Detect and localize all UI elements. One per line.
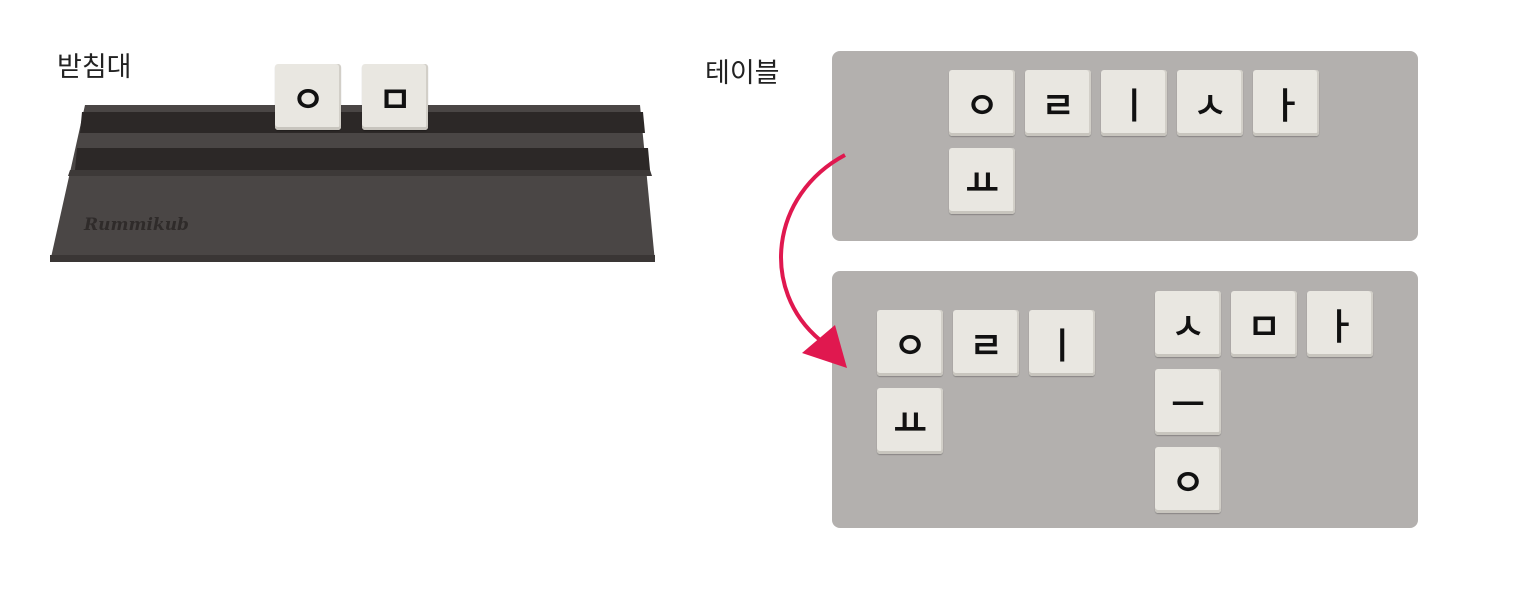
rack-tile[interactable]: ㅁ [362,64,428,130]
table-tile[interactable]: ㅡ [1155,369,1221,435]
table-tile[interactable]: ㄹ [953,310,1019,376]
table-tile[interactable]: ㅛ [877,388,943,454]
table-tile[interactable]: ㅣ [1101,70,1167,136]
table-tile[interactable]: ㅏ [1253,70,1319,136]
rack-body [50,105,655,262]
rack-lower-groove [75,148,650,170]
rack-brand: Rummikub [83,215,189,235]
table-tile[interactable]: ㅅ [1155,291,1221,357]
table-tile[interactable]: ㄹ [1025,70,1091,136]
table-tile[interactable]: ㅇ [877,310,943,376]
table-tile[interactable]: ㅇ [1155,447,1221,513]
table-tile[interactable]: ㅏ [1307,291,1373,357]
rack-label: 받침대 [57,52,132,83]
table-tile[interactable]: ㅁ [1231,291,1297,357]
tile-rack: Rummikub [50,105,655,262]
table-tile[interactable]: ㅛ [949,148,1015,214]
rack-tile[interactable]: ㅇ [275,64,341,130]
table-tile[interactable]: ㅣ [1029,310,1095,376]
table-tile[interactable]: ㅅ [1177,70,1243,136]
table-tile[interactable]: ㅇ [949,70,1015,136]
table-label: 테이블 [705,58,780,89]
